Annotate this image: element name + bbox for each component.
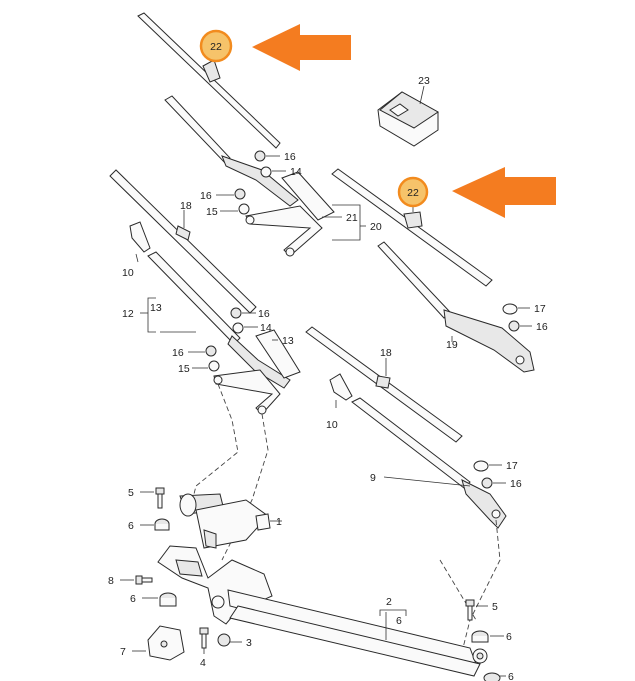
washer-14-upper: 14 xyxy=(260,166,302,178)
bolt-4: 4 xyxy=(199,627,209,669)
callout-13-right: 13 xyxy=(282,335,294,347)
washer-15-mid: 15 xyxy=(178,360,220,375)
spacer-6-mid-left: 6 xyxy=(130,592,177,607)
nut-16-upper: 16 xyxy=(254,150,296,163)
washer-14-mid: 14 xyxy=(232,322,272,334)
nut-16-left-upper: 16 xyxy=(200,188,246,202)
callout-8: 8 xyxy=(108,575,114,587)
bracket-20-21: 21 20 xyxy=(322,204,382,241)
callout-14-mid: 14 xyxy=(260,322,272,334)
spacer-6-right: 6 xyxy=(471,630,512,643)
callout-16-left-upper: 16 xyxy=(200,190,212,202)
callout-6-frame: 6 xyxy=(396,615,402,627)
mount-7: 7 xyxy=(120,625,185,661)
bolt-5-left: 5 xyxy=(128,487,165,509)
sensor-module-23: 23 xyxy=(377,75,439,147)
linkage-frame-2: 2 6 xyxy=(157,545,488,677)
callout-13-left: 13 xyxy=(150,302,162,314)
callout-20: 20 xyxy=(370,221,382,233)
wiper-arm-upper-left xyxy=(164,95,335,257)
nut-16-left-mid: 16 xyxy=(172,345,217,359)
callout-22-right: 22 xyxy=(407,187,419,199)
orange-arrow-left xyxy=(252,24,351,71)
callout-7: 7 xyxy=(120,646,126,658)
nut-16-right-upper: 16 xyxy=(508,320,548,333)
callout-6-bottom-right: 6 xyxy=(508,671,514,681)
nut-16-mid: 16 xyxy=(230,307,270,320)
callout-19: 19 xyxy=(446,339,458,351)
bolt-8: 8 xyxy=(108,575,153,587)
wiper-arm-right-9: 10 9 xyxy=(326,373,507,529)
callout-14-upper: 14 xyxy=(290,166,302,178)
wiper-blade-right-18: 18 xyxy=(305,326,463,443)
wiper-blade-left-18: 18 xyxy=(109,169,257,314)
wiper-motor-1: 1 xyxy=(179,493,282,549)
callout-5-right: 5 xyxy=(492,601,498,613)
callout-21: 21 xyxy=(346,212,358,224)
highlight-circle-22-left: 22 xyxy=(199,29,233,63)
callout-3: 3 xyxy=(246,637,252,649)
bracket-12-13: 12 13 xyxy=(122,297,196,333)
wiper-blade-upper-right xyxy=(331,168,493,287)
callout-16-left-mid: 16 xyxy=(172,347,184,359)
spacer-6-top-left: 6 xyxy=(128,518,170,532)
callout-10-left: 10 xyxy=(122,267,134,279)
cap-17-upper: 17 xyxy=(502,303,546,315)
spacer-6-bottom-right: 6 xyxy=(483,671,514,681)
wiper-arm-right-19: 19 xyxy=(377,241,535,373)
callout-6-top-left: 6 xyxy=(128,520,134,532)
washer-15-upper: 15 xyxy=(206,203,250,218)
nut-16-right-lower: 16 xyxy=(481,477,522,490)
callout-23: 23 xyxy=(418,75,430,87)
callout-2: 2 xyxy=(386,596,392,608)
callout-12: 12 xyxy=(122,308,134,320)
bolt-5-right: 5 xyxy=(465,599,498,621)
nut-3: 3 xyxy=(217,633,252,649)
callout-17-lower: 17 xyxy=(506,460,518,472)
callout-16-right-upper: 16 xyxy=(536,321,548,333)
callout-18-left: 18 xyxy=(180,200,192,212)
highlight-circle-22-right: 22 xyxy=(397,176,429,208)
orange-arrow-right xyxy=(452,167,556,218)
callout-22-left: 22 xyxy=(210,41,222,53)
callout-17-upper: 17 xyxy=(534,303,546,315)
wiper-arm-left-lower: 10 xyxy=(122,221,301,415)
callout-16-upper: 16 xyxy=(284,151,296,163)
callout-5-left: 5 xyxy=(128,487,134,499)
callout-13-right-group: 13 xyxy=(272,335,294,347)
callout-4: 4 xyxy=(200,657,206,669)
callout-9: 9 xyxy=(370,472,376,484)
callout-16-right-lower: 16 xyxy=(510,478,522,490)
callout-10-right: 10 xyxy=(326,419,338,431)
cap-17-lower: 17 xyxy=(473,460,518,472)
callout-16-mid: 16 xyxy=(258,308,270,320)
callout-6-right: 6 xyxy=(506,631,512,643)
callout-18-right: 18 xyxy=(380,347,392,359)
callout-15-upper: 15 xyxy=(206,206,218,218)
callout-1: 1 xyxy=(276,516,282,528)
callout-6-mid-left: 6 xyxy=(130,593,136,605)
callout-15-mid: 15 xyxy=(178,363,190,375)
